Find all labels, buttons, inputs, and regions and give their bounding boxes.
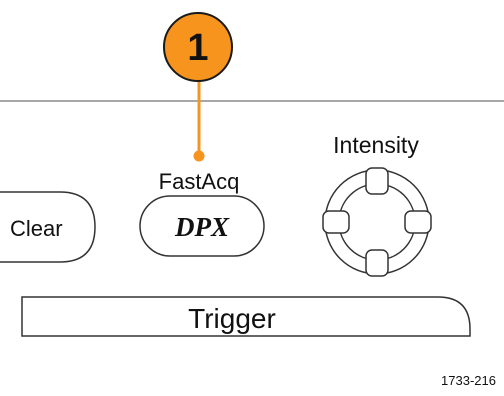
trigger-label: Trigger — [188, 303, 276, 334]
knob-grip-right — [404, 210, 432, 234]
callout-marker: 1 — [163, 12, 233, 82]
trigger-section: Trigger — [21, 296, 471, 337]
clear-button-label: Clear — [10, 216, 63, 241]
callout-leader-dot — [193, 150, 205, 162]
fastacq-label: FastAcq — [159, 169, 240, 194]
knob-grip-left — [322, 210, 350, 234]
clear-button[interactable]: Clear — [0, 191, 96, 263]
dpx-button-label: DPX — [174, 212, 230, 242]
intensity-knob[interactable] — [322, 167, 432, 277]
figure-id: 1733-216 — [441, 373, 496, 388]
callout-number: 1 — [187, 27, 208, 69]
fastacq-dpx-button[interactable]: DPX — [139, 195, 265, 257]
intensity-label: Intensity — [333, 132, 419, 158]
knob-grip-top — [365, 167, 389, 195]
knob-inner-ring — [338, 183, 416, 261]
knob-grip-bottom — [365, 249, 389, 277]
